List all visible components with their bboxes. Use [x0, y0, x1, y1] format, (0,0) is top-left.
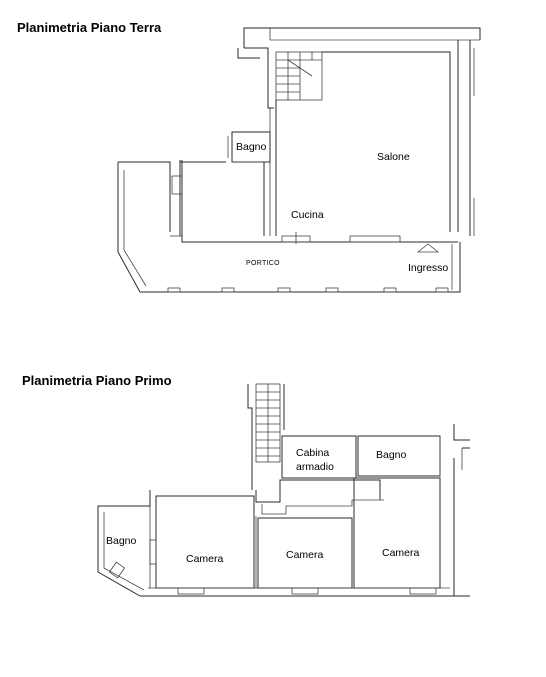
- room-label-camera-3: Camera: [382, 547, 420, 559]
- ground-floor-title: Planimetria Piano Terra: [17, 20, 162, 35]
- room-label-camera-1: Camera: [186, 553, 224, 565]
- room-label-salone: Salone: [377, 151, 410, 163]
- first-stairs: [247, 383, 285, 490]
- room-label-portico: PORTICO: [246, 260, 280, 267]
- room-label-bagno-left: Bagno: [106, 535, 137, 547]
- ground-floor-plan: Bagno Salone Cucina PORTICO Ingresso: [117, 27, 481, 293]
- room-label-cucina: Cucina: [291, 209, 324, 221]
- ground-bagno-room: [227, 131, 271, 163]
- ground-stairs: [275, 51, 323, 101]
- room-label-bagno-right: Bagno: [376, 449, 407, 461]
- first-floor-title: Planimetria Piano Primo: [22, 373, 172, 388]
- room-label-camera-2: Camera: [286, 549, 324, 561]
- room-label-cabina-line2: armadio: [296, 461, 334, 473]
- first-floor-plan: Cabina armadio Bagno Bagno Camera Camera…: [97, 383, 470, 597]
- room-label-cabina-line1: Cabina: [296, 447, 329, 459]
- room-label-ingresso: Ingresso: [408, 262, 448, 274]
- room-label-bagno-ground: Bagno: [236, 141, 267, 153]
